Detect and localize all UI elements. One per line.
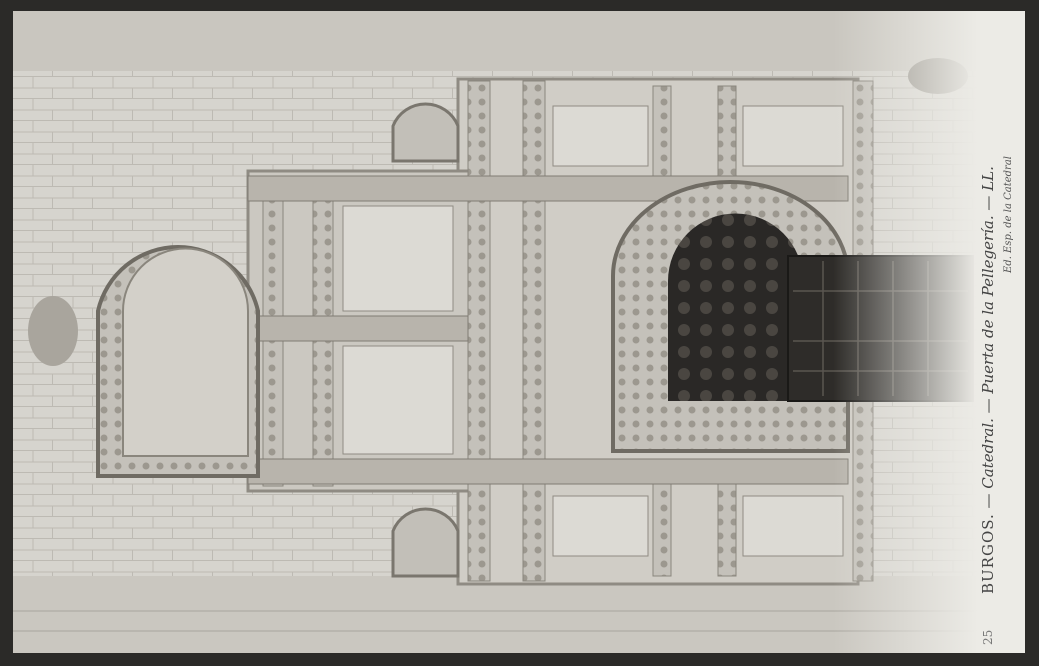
publisher-credit: Ed. Esp. de la Catedral (1003, 156, 1014, 273)
cathedral-portal-photo (13, 11, 978, 653)
postcard-number: 25 (981, 629, 995, 645)
postcard: 25 BURGOS. — Catedral. — Puerta de la Pe… (13, 11, 1025, 653)
caption: BURGOS. — Catedral. — Puerta de la Pelle… (979, 166, 997, 594)
caption-text: — Catedral. — Puerta de la Pellegería. —… (979, 166, 997, 514)
caption-city: BURGOS. (979, 513, 997, 594)
